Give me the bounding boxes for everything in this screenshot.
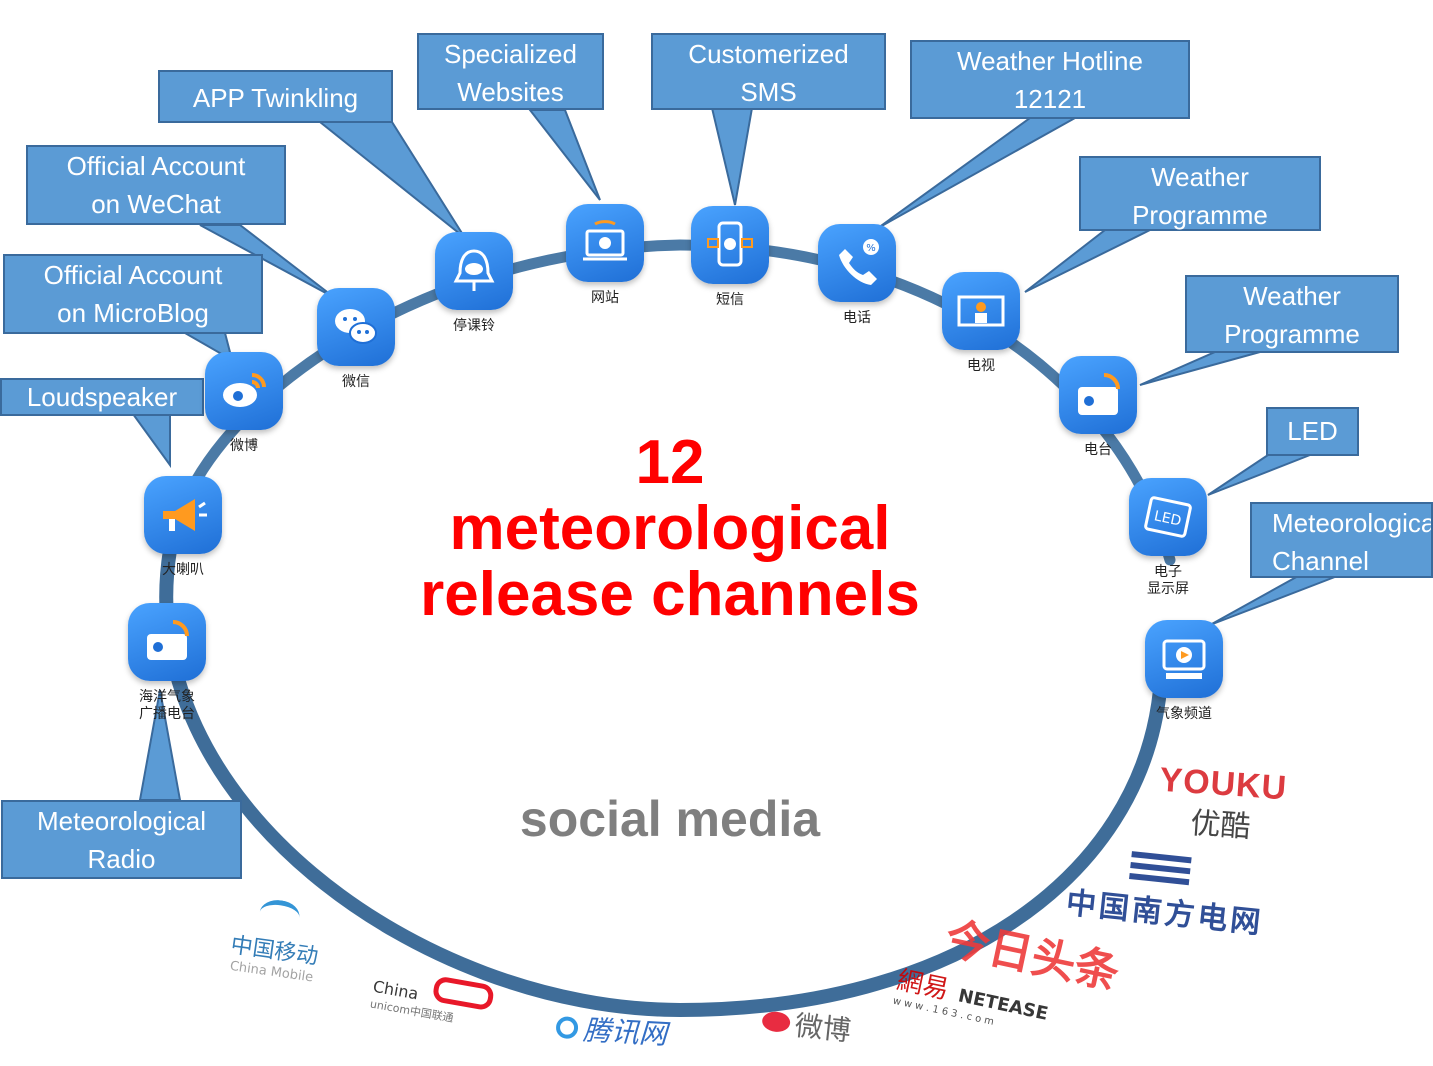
callout-text: Weather Programme bbox=[1224, 281, 1360, 349]
social-media-label: social media bbox=[519, 791, 821, 847]
node-label: 停课铃 bbox=[453, 318, 495, 334]
callout-text: Specialized Websites bbox=[444, 39, 577, 107]
weibo-icon bbox=[205, 352, 283, 430]
bell-icon bbox=[435, 232, 513, 310]
headline: 12 meteorological release channels bbox=[380, 430, 960, 628]
node-label: 电台 bbox=[1084, 442, 1112, 458]
weibo-logo-icon bbox=[761, 1010, 792, 1034]
callout-weather-programme-tv: Weather Programme bbox=[1079, 156, 1321, 231]
ring-arc bbox=[159, 543, 1167, 1018]
callout-text: Meteorological Radio bbox=[36, 806, 207, 874]
callout-text: Weather Hotline 12121 bbox=[957, 46, 1143, 114]
callout-text: Loudspeaker bbox=[26, 382, 178, 412]
laptop-icon bbox=[566, 204, 644, 282]
tv-icon bbox=[942, 272, 1020, 350]
callout-weather-hotline: Weather Hotline 12121 bbox=[910, 40, 1190, 119]
callout-meteorological-radio: Meteorological Radio bbox=[1, 800, 242, 879]
callout-specialized-websites: Specialized Websites bbox=[417, 33, 604, 110]
callout-text: Customerized SMS bbox=[688, 39, 849, 107]
node-app: 停课铃 bbox=[434, 232, 514, 335]
callout-meteorological-channel: Meteorological Channel bbox=[1250, 502, 1433, 578]
node-marine-radio: 海洋气象 广播电台 bbox=[127, 603, 207, 723]
phone-message-icon bbox=[691, 206, 769, 284]
callout-text: Official Account on MicroBlog bbox=[43, 260, 223, 328]
megaphone-icon bbox=[144, 476, 222, 554]
callout-text: Official Account on WeChat bbox=[66, 151, 246, 219]
callout-weather-programme-radio: Weather Programme bbox=[1185, 275, 1399, 353]
tencent-logo-text: 腾讯网 bbox=[582, 1013, 668, 1051]
node-label: 短信 bbox=[716, 292, 744, 308]
headline-number: 12 bbox=[635, 428, 705, 497]
china-mobile-logo: 中国移动 China Mobile bbox=[227, 894, 325, 985]
headline-line3: release channels bbox=[420, 560, 920, 629]
node-label: 电视 bbox=[967, 358, 995, 374]
callout-led: LED bbox=[1266, 407, 1359, 456]
node-loudspeaker: 大喇叭 bbox=[143, 476, 223, 579]
node-label: 电话 bbox=[843, 310, 871, 326]
node-channel: 气象频道 bbox=[1144, 620, 1224, 723]
svg-text:LED: LED bbox=[1153, 508, 1183, 529]
node-website: 网站 bbox=[565, 204, 645, 307]
node-label: 气象频道 bbox=[1156, 706, 1212, 722]
node-label: 电子 显示屏 bbox=[1147, 564, 1189, 597]
video-play-icon bbox=[1145, 620, 1223, 698]
callout-text: APP Twinkling bbox=[192, 83, 359, 113]
callout-microblog-account: Official Account on MicroBlog bbox=[3, 254, 263, 334]
led-screen-icon: LED bbox=[1129, 478, 1207, 556]
callout-wechat-account: Official Account on WeChat bbox=[26, 145, 286, 225]
weibo-logo-text: 微博 bbox=[793, 1008, 853, 1048]
node-label: 微信 bbox=[342, 374, 370, 390]
callout-loudspeaker: Loudspeaker bbox=[0, 378, 204, 416]
callout-text: Weather Programme bbox=[1132, 162, 1268, 230]
callout-app-twinkling: APP Twinkling bbox=[158, 70, 393, 123]
node-sms: 短信 bbox=[690, 206, 770, 309]
youku-logo: YOUKU 优酷 bbox=[1155, 761, 1288, 849]
node-label: 大喇叭 bbox=[162, 562, 204, 578]
node-microblog: 微博 bbox=[204, 352, 284, 455]
node-wechat: 微信 bbox=[316, 288, 396, 391]
tencent-logo: 腾讯网 bbox=[555, 1007, 668, 1053]
cmcc-swoosh-icon bbox=[257, 897, 302, 932]
radio-icon bbox=[1059, 356, 1137, 434]
node-tv: 电视 bbox=[941, 272, 1021, 375]
node-radio: 电台 bbox=[1058, 356, 1138, 459]
node-phone: % 电话 bbox=[817, 224, 897, 327]
node-label: 海洋气象 广播电台 bbox=[139, 689, 195, 722]
svg-text:%: % bbox=[866, 243, 876, 254]
node-label: 网站 bbox=[591, 290, 619, 306]
node-led: LED 电子 显示屏 bbox=[1128, 478, 1208, 598]
callout-text: LED bbox=[1287, 416, 1338, 446]
telephone-icon: % bbox=[818, 224, 896, 302]
callout-text: Meteorological Channel bbox=[1272, 508, 1433, 576]
node-label: 微博 bbox=[230, 438, 258, 454]
callout-customerized-sms: Customerized SMS bbox=[651, 33, 886, 110]
wechat-icon bbox=[317, 288, 395, 366]
grid-emblem-icon bbox=[1129, 851, 1192, 886]
marine-radio-icon bbox=[128, 603, 206, 681]
headline-line2: meteorological bbox=[449, 494, 891, 563]
tencent-logo-icon bbox=[555, 1016, 579, 1040]
